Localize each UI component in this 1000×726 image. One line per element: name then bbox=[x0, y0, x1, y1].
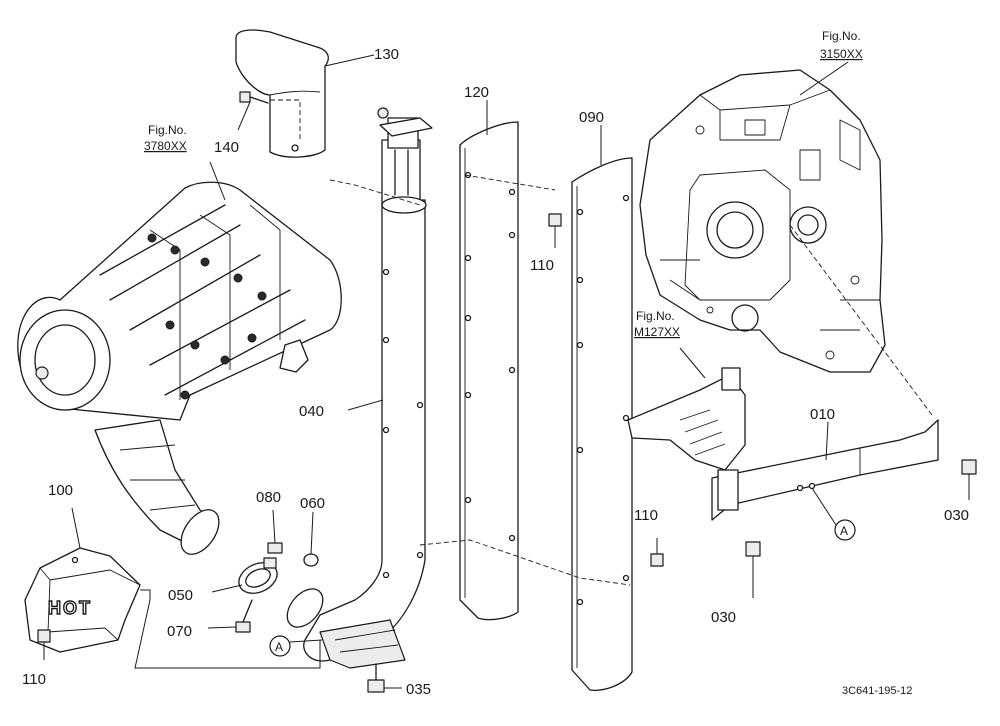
leader-050 bbox=[211, 584, 243, 593]
label-080: 080 bbox=[256, 489, 281, 506]
label-110-mid: 110 bbox=[634, 507, 658, 524]
bolt-110-left bbox=[37, 629, 51, 643]
leader-140 bbox=[237, 101, 251, 131]
leader-040 bbox=[347, 399, 384, 411]
leader-080 bbox=[272, 509, 276, 544]
muffler-dpf bbox=[17, 181, 342, 555]
label-110-left: 110 bbox=[22, 671, 46, 688]
label-010: 010 bbox=[810, 406, 835, 423]
rain-cap-130 bbox=[235, 29, 329, 158]
bolt-035 bbox=[367, 663, 385, 693]
fig-m127-num: M127XX bbox=[634, 325, 680, 339]
leader-010 bbox=[825, 421, 829, 461]
leader-fig-m127 bbox=[679, 347, 706, 379]
marker-a-left: A bbox=[275, 640, 283, 654]
label-070: 070 bbox=[167, 623, 192, 640]
label-140: 140 bbox=[214, 139, 239, 156]
label-110-top: 110 bbox=[530, 257, 554, 274]
heat-shield-090 bbox=[571, 157, 633, 691]
bolt-110-top bbox=[548, 213, 562, 227]
leader-060 bbox=[310, 511, 314, 555]
marker-a-left-circle bbox=[269, 635, 291, 657]
heat-guard-100: HOT bbox=[24, 547, 141, 653]
leader-fig-3780 bbox=[209, 161, 226, 201]
label-040: 040 bbox=[299, 403, 324, 420]
washer-060 bbox=[303, 553, 319, 567]
bolt-070 bbox=[235, 599, 253, 633]
drawing-code: 3C641-195-12 bbox=[842, 685, 912, 697]
frame-bracket-010 bbox=[711, 419, 939, 521]
leader-a-left bbox=[289, 639, 323, 643]
bolt-030-bottom bbox=[745, 541, 761, 557]
fig-3780-num: 3780XX bbox=[144, 139, 187, 153]
leader-a-right bbox=[811, 487, 837, 526]
guide-line-shields bbox=[419, 539, 631, 586]
marker-a-right: A bbox=[840, 524, 848, 538]
marker-a-right-circle bbox=[834, 519, 856, 541]
leader-130 bbox=[324, 54, 375, 67]
guide-line-cap bbox=[329, 179, 421, 206]
fig-m127-label: Fig.No. bbox=[636, 309, 675, 323]
label-030-right: 030 bbox=[944, 507, 969, 524]
leader-fig-3150 bbox=[799, 61, 849, 96]
leader-070 bbox=[207, 626, 237, 629]
hot-warning-text: HOT bbox=[48, 598, 92, 618]
tailpipe-040 bbox=[286, 107, 433, 669]
label-090: 090 bbox=[579, 109, 604, 126]
guide-line-top bbox=[464, 174, 556, 191]
heat-shield-120 bbox=[459, 121, 519, 621]
nut-080 bbox=[267, 542, 283, 554]
bolt-030-right bbox=[961, 459, 977, 475]
label-120: 120 bbox=[464, 84, 489, 101]
engine-housing bbox=[639, 69, 886, 373]
label-130: 130 bbox=[374, 46, 399, 63]
guide-line-guard bbox=[134, 589, 321, 669]
fig-3780-label: Fig.No. bbox=[148, 123, 187, 137]
bolt-140 bbox=[239, 91, 269, 104]
label-050: 050 bbox=[168, 587, 193, 604]
clamp-050 bbox=[238, 557, 278, 594]
fig-3150-label: Fig.No. bbox=[822, 29, 861, 43]
leader-100 bbox=[71, 507, 81, 549]
label-100: 100 bbox=[48, 482, 73, 499]
bracket-m127 bbox=[627, 367, 746, 471]
label-030-bottom: 030 bbox=[711, 609, 736, 626]
bolt-110-mid bbox=[650, 553, 664, 567]
label-035: 035 bbox=[406, 681, 431, 698]
fig-3150-num: 3150XX bbox=[820, 47, 863, 61]
label-060: 060 bbox=[300, 495, 325, 512]
